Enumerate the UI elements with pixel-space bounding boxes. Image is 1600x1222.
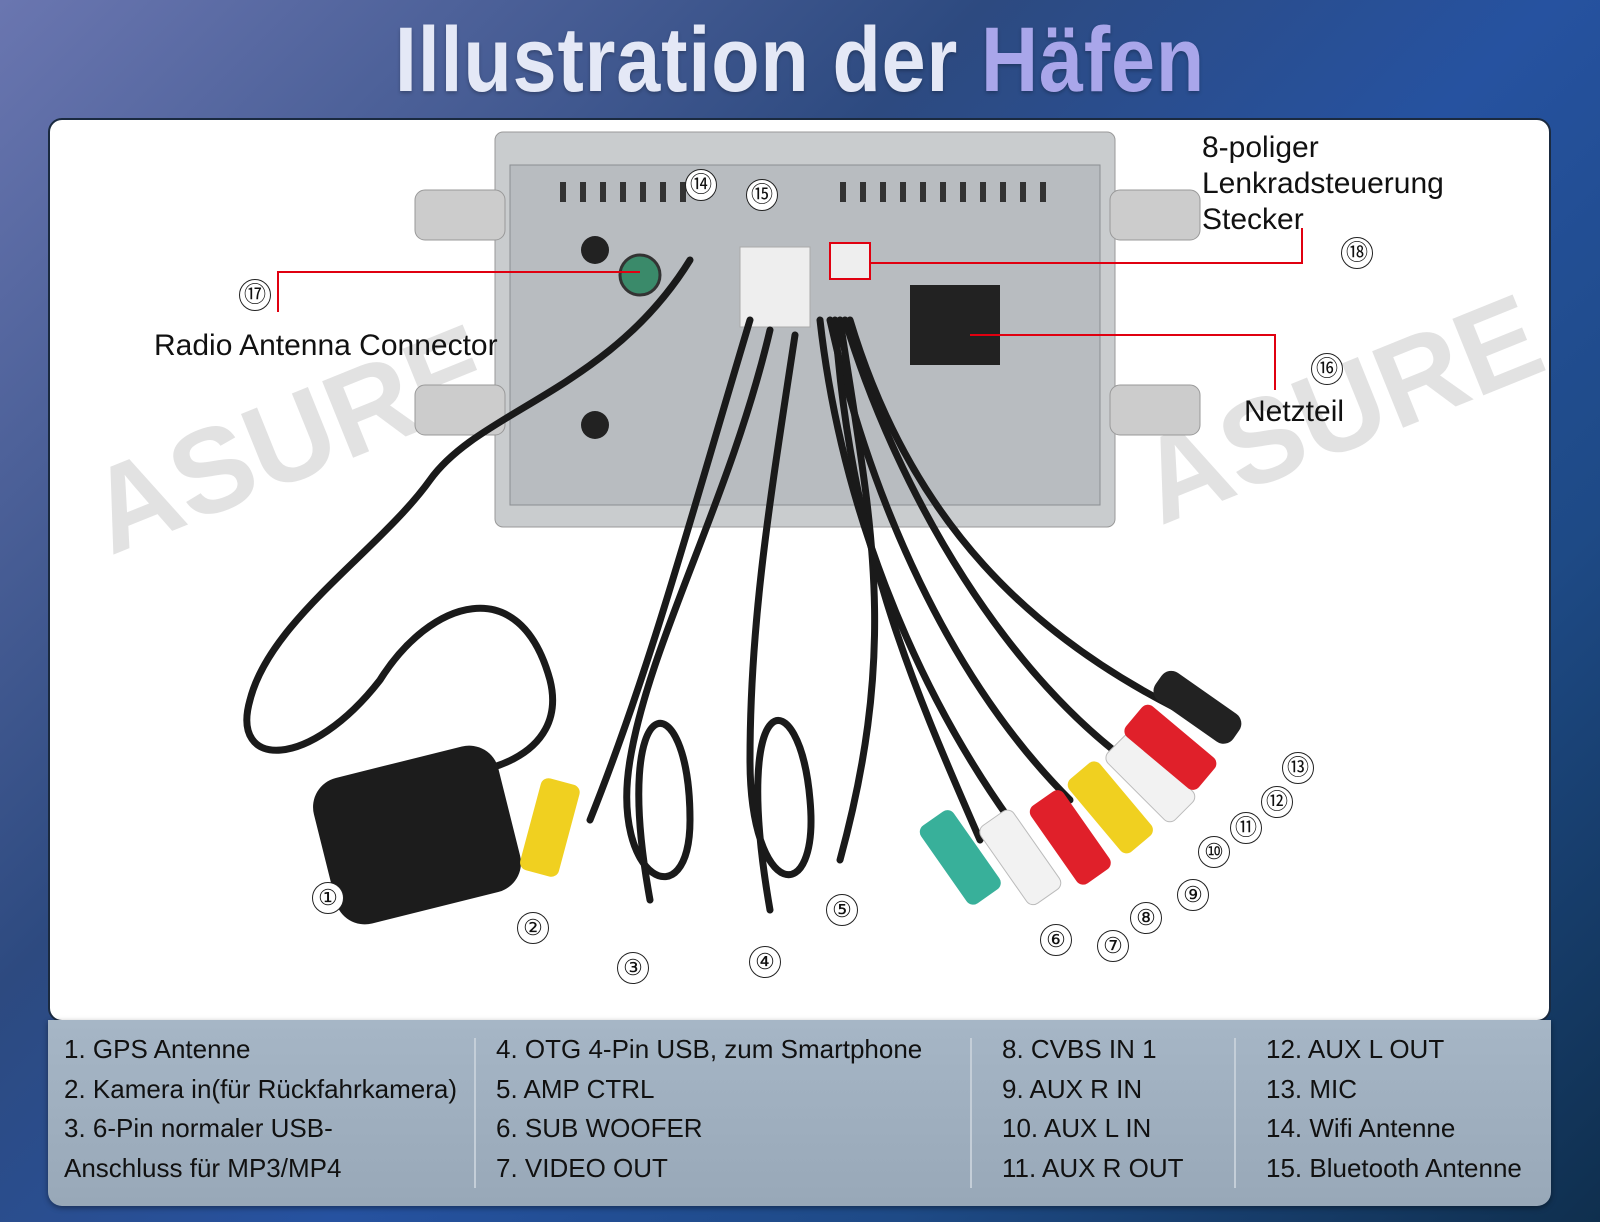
legend-item: 2. Kamera in(für Rückfahrkamera) xyxy=(64,1073,458,1104)
legend-item: 9. AUX R IN xyxy=(1002,1073,1143,1104)
callout-9: ⑨ xyxy=(1177,879,1209,911)
callout-lines xyxy=(277,228,1303,390)
legend-item: 6. SUB WOOFER xyxy=(496,1113,703,1143)
legend-item: 4. OTG 4-Pin USB, zum Smartphone xyxy=(496,1034,923,1064)
head-unit-illustration xyxy=(243,131,1303,925)
callout-6: ⑥ xyxy=(1040,924,1072,956)
callout-1: ① xyxy=(312,882,344,914)
callout-3: ③ xyxy=(617,952,649,984)
legend-item: 14. Wifi Antenne xyxy=(1266,1113,1456,1143)
legend-item: 13. MIC xyxy=(1266,1073,1358,1104)
callout-13: ⑬ xyxy=(1282,752,1314,784)
callout-5: ⑤ xyxy=(826,894,858,926)
title-accent: Häfen xyxy=(980,9,1206,111)
cables xyxy=(243,256,1204,914)
callout-12: ⑫ xyxy=(1261,786,1293,818)
power-label: Netzteil xyxy=(1244,395,1345,428)
legend-item: 11. AUX R OUT xyxy=(1002,1152,1184,1183)
legend-item: 15. Bluetooth Antenne xyxy=(1266,1152,1522,1183)
legend-item: 8. CVBS IN 1 xyxy=(1002,1034,1157,1064)
callout-14: ⑭ xyxy=(685,169,717,201)
legend-item: 12. AUX L OUT xyxy=(1266,1034,1445,1064)
port-legend: 1. GPS Antenne 2. Kamera in(für Rückfahr… xyxy=(48,1020,1551,1206)
rca-connectors xyxy=(520,670,1242,906)
callout-17: ⑰ xyxy=(239,279,271,311)
divider xyxy=(474,1038,476,1188)
legend-column-3: 8. CVBS IN 1 9. AUX R IN 10. AUX L IN 11… xyxy=(1002,1030,1184,1188)
head-unit-body xyxy=(414,131,1201,528)
legend-column-2: 4. OTG 4-Pin USB, zum Smartphone 5. AMP … xyxy=(496,1030,922,1188)
callout-11: ⑪ xyxy=(1230,812,1262,844)
callout-8: ⑧ xyxy=(1130,902,1162,934)
legend-item: 7. VIDEO OUT xyxy=(496,1152,668,1183)
radio-antenna-label: Radio Antenna Connector xyxy=(154,329,498,362)
legend-item: Anschluss für MP3/MP4 xyxy=(64,1152,342,1183)
legend-item: 10. AUX L IN xyxy=(1002,1113,1152,1143)
callout-15: ⑮ xyxy=(746,179,778,211)
callout-10: ⑩ xyxy=(1198,836,1230,868)
legend-item: 5. AMP CTRL xyxy=(496,1073,655,1104)
callout-7: ⑦ xyxy=(1097,930,1129,962)
page-title: Illustration der Häfen xyxy=(112,8,1488,113)
divider xyxy=(970,1038,972,1188)
legend-item: 3. 6-Pin normaler USB- xyxy=(64,1113,333,1143)
divider xyxy=(1234,1038,1236,1188)
legend-column-1: 1. GPS Antenne 2. Kamera in(für Rückfahr… xyxy=(64,1030,457,1188)
callout-16: ⑯ xyxy=(1311,353,1343,385)
gps-antenna xyxy=(313,745,521,925)
callout-4: ④ xyxy=(749,946,781,978)
callout-2: ② xyxy=(517,912,549,944)
callout-18: ⑱ xyxy=(1341,237,1373,269)
diagram-panel: ASURE ASURE Radio Ant xyxy=(48,118,1551,1022)
steering-connector-label: 8-poliger Lenkradsteuerung Stecker xyxy=(1202,131,1444,236)
legend-column-4: 12. AUX L OUT 13. MIC 14. Wifi Antenne 1… xyxy=(1266,1030,1522,1188)
legend-item: 1. GPS Antenne xyxy=(64,1034,251,1064)
title-text: Illustration der xyxy=(394,9,981,111)
